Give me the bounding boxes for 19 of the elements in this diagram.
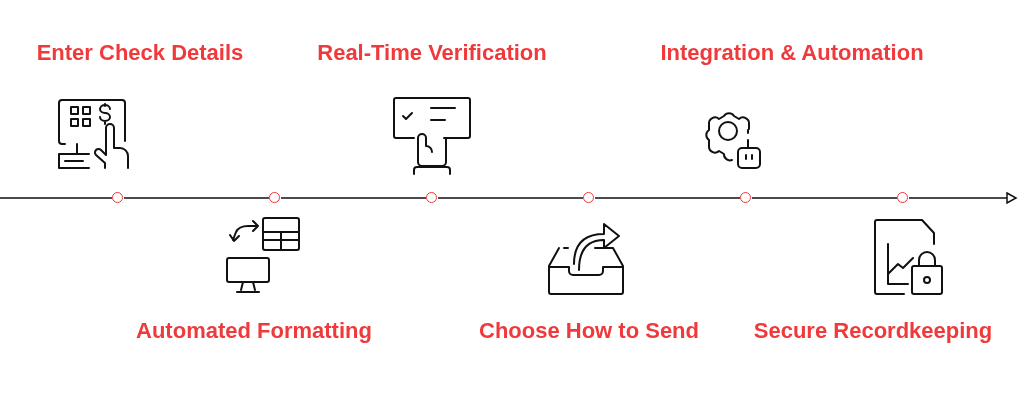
- timeline-dot: [583, 192, 594, 203]
- step-title: Automated Formatting: [135, 317, 373, 345]
- step-title: Enter Check Details: [35, 39, 245, 67]
- timeline-dot: [897, 192, 908, 203]
- timeline-dot: [112, 192, 123, 203]
- timeline-dot: [740, 192, 751, 203]
- timeline-dot: [269, 192, 280, 203]
- step-title: Secure Recordkeeping: [752, 317, 994, 345]
- timeline-line: [123, 197, 270, 199]
- step-title: Choose How to Send: [478, 317, 700, 345]
- step-title: Real-Time Verification: [316, 39, 548, 67]
- step-title: Integration & Automation: [659, 39, 925, 67]
- timeline-dot: [426, 192, 437, 203]
- timeline-line: [280, 197, 427, 199]
- timeline-line: [594, 197, 741, 199]
- timeline-line: [0, 197, 113, 199]
- timeline-arrow: [908, 192, 1017, 204]
- timeline-line: [437, 197, 584, 199]
- timeline-line: [751, 197, 898, 199]
